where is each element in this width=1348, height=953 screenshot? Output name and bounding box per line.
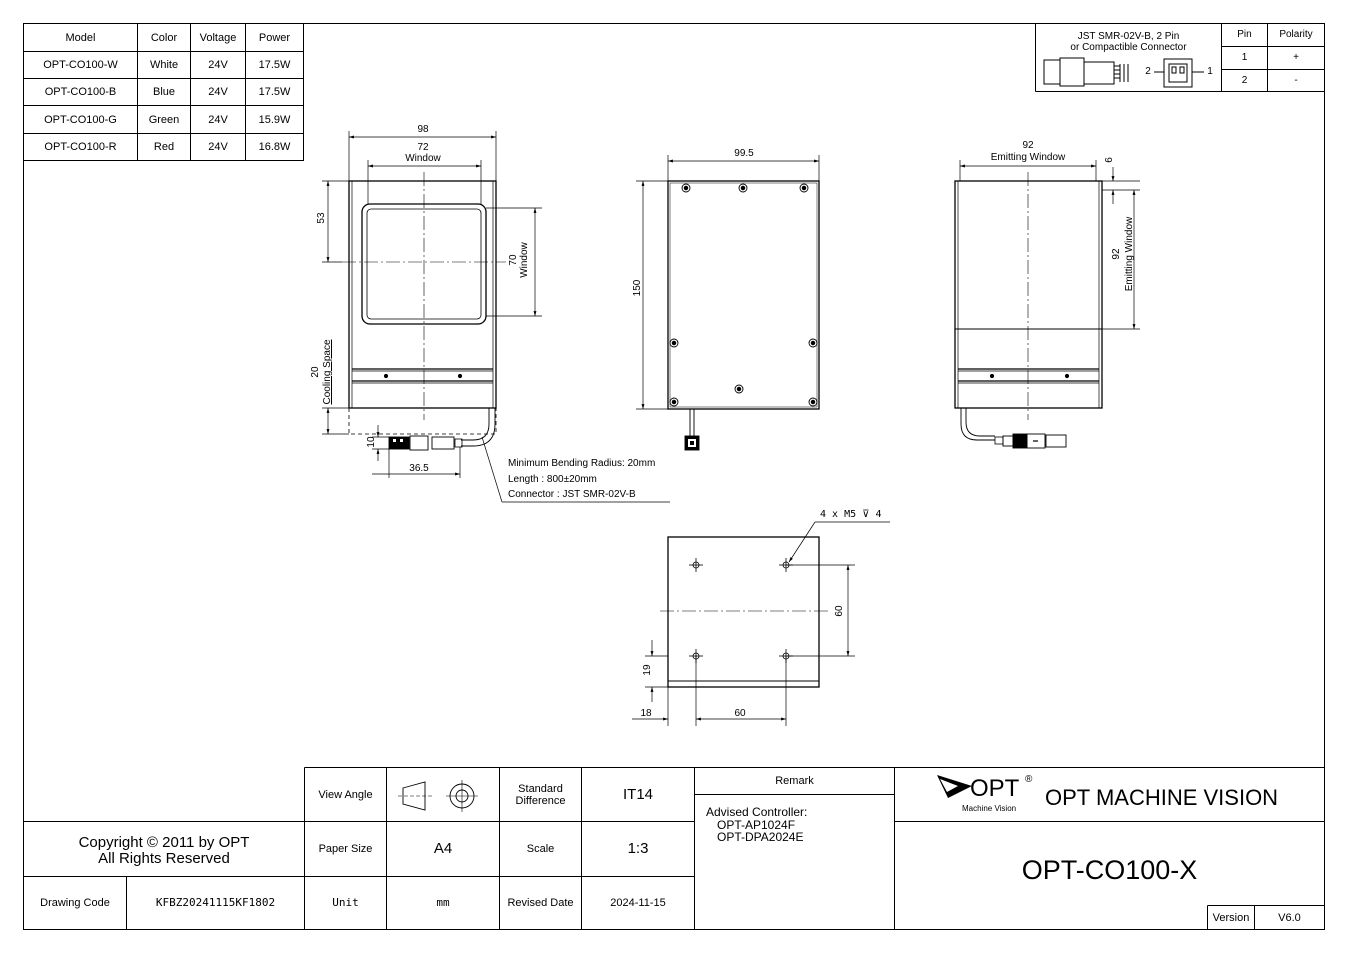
remark-advised-controller: Advised Controller: bbox=[706, 805, 808, 819]
revised-date-value: 2024-11-15 bbox=[610, 897, 666, 909]
side-view-dimensions bbox=[959, 160, 1140, 330]
window-label: Window bbox=[405, 153, 441, 164]
spec-header-color: Color bbox=[150, 31, 178, 44]
spec-cell: OPT-CO100-R bbox=[44, 141, 117, 153]
polarity-header: Polarity bbox=[1279, 29, 1313, 40]
connector-title-line2: or Compactible Connector bbox=[1070, 42, 1187, 53]
connector-table-grid bbox=[1035, 23, 1325, 92]
bottom-view-dimensions bbox=[632, 521, 890, 726]
spec-cell: 24V bbox=[208, 113, 228, 126]
spec-cell: 17.5W bbox=[258, 86, 291, 98]
front-view bbox=[342, 172, 506, 451]
spec-cell: Green bbox=[148, 113, 180, 126]
spec-cell: 24V bbox=[208, 59, 228, 71]
logo-registered: ® bbox=[1025, 774, 1033, 785]
dim-bottom-60-vertical: 60 bbox=[834, 605, 845, 617]
dim-side-width: 92 bbox=[1022, 140, 1034, 151]
revised-date-label: Revised Date bbox=[507, 897, 574, 909]
spec-header-voltage: Voltage bbox=[199, 31, 237, 44]
paper-size-label: Paper Size bbox=[318, 843, 373, 855]
connector-sketch bbox=[1043, 57, 1204, 88]
logo-text: OPT bbox=[970, 775, 1020, 802]
unit-value: mm bbox=[436, 896, 450, 909]
spec-cell: Blue bbox=[152, 86, 176, 98]
back-view bbox=[667, 180, 820, 451]
emitting-window-label-vertical: Emitting Window bbox=[1124, 216, 1135, 292]
window-label-vertical: Window bbox=[519, 242, 530, 278]
spec-header-model: Model bbox=[65, 31, 96, 44]
remark-controller-2: OPT-DPA2024E bbox=[717, 830, 804, 844]
front-view-dimensions bbox=[322, 131, 670, 503]
dim-back-height: 150 bbox=[632, 279, 643, 297]
scale-value: 1:3 bbox=[627, 840, 649, 857]
logo-subtitle: Machine Vision bbox=[962, 804, 1017, 813]
scale-label: Scale bbox=[526, 843, 555, 855]
view-angle-label: View Angle bbox=[318, 788, 373, 801]
connector-pin-label-1: 1 bbox=[1207, 66, 1213, 77]
remark-controller-1: OPT-AP1024F bbox=[717, 818, 796, 832]
spec-cell: 17.5W bbox=[258, 59, 291, 71]
connector-title-line1: JST SMR-02V-B, 2 Pin bbox=[1077, 31, 1180, 42]
dim-side-height: 92 bbox=[1111, 248, 1122, 260]
side-view bbox=[954, 172, 1103, 449]
bottom-view bbox=[660, 536, 828, 688]
spec-cell: Red bbox=[153, 141, 175, 153]
paper-size-value: A4 bbox=[433, 840, 453, 857]
hole-note: 4 x M5 ⊽ 4 bbox=[820, 509, 882, 520]
dim-bottom-60-horizontal: 60 bbox=[734, 708, 746, 719]
company-name: OPT MACHINE VISION bbox=[1045, 785, 1279, 810]
standard-difference-label: Standard Difference bbox=[515, 782, 566, 807]
remark-label: Remark bbox=[775, 775, 814, 787]
pin-cell: 2 bbox=[1241, 74, 1248, 86]
dim-cooling: 20 bbox=[310, 366, 321, 378]
spec-cell: 15.9W bbox=[258, 113, 291, 126]
spec-cell: White bbox=[149, 59, 179, 71]
back-view-dimensions bbox=[636, 155, 820, 410]
spec-cell: 24V bbox=[208, 86, 228, 98]
drawing-code-label: Drawing Code bbox=[40, 897, 110, 909]
pin-header: Pin bbox=[1237, 29, 1252, 40]
dim-bottom-19: 19 bbox=[642, 664, 653, 676]
drawing-code-value: KFBZ20241115KF1802 bbox=[155, 896, 276, 909]
dim-bottom-18: 18 bbox=[640, 708, 652, 719]
unit-label: Unit bbox=[332, 896, 359, 909]
projection-symbol-icon bbox=[398, 780, 478, 812]
opt-logo-icon bbox=[937, 775, 972, 798]
copyright-line2: All Rights Reserved bbox=[98, 850, 230, 867]
version-value: V6.0 bbox=[1278, 911, 1301, 924]
copyright-line1: Copyright © 2011 by OPT bbox=[78, 834, 250, 851]
polarity-cell: - bbox=[1294, 74, 1298, 86]
spec-cell: OPT-CO100-W bbox=[43, 59, 118, 71]
cable-note-length: Length : 800±20mm bbox=[508, 474, 597, 485]
spec-cell: 16.8W bbox=[258, 141, 291, 153]
polarity-cell: + bbox=[1293, 52, 1299, 63]
spec-cell: OPT-CO100-G bbox=[44, 113, 117, 126]
version-label: Version bbox=[1212, 911, 1250, 924]
part-number: OPT-CO100-X bbox=[1021, 855, 1198, 885]
dim-front-width: 98 bbox=[417, 124, 429, 135]
title-block-grid bbox=[23, 767, 1325, 930]
dim-back-width: 99.5 bbox=[734, 148, 754, 159]
dim-front-top: 53 bbox=[316, 212, 327, 224]
spec-header-power: Power bbox=[258, 31, 291, 44]
connector-pin-label-2: 2 bbox=[1145, 66, 1151, 77]
dim-cable-10: 10 bbox=[366, 436, 377, 448]
dim-side-6: 6 bbox=[1104, 157, 1115, 163]
cooling-space-label: Cooling Space bbox=[322, 339, 333, 405]
sheet-border bbox=[23, 23, 1325, 930]
dim-cable-36-5: 36.5 bbox=[409, 463, 429, 474]
cable-note-connector: Connector : JST SMR-02V-B bbox=[508, 489, 636, 500]
spec-table-grid bbox=[23, 23, 304, 161]
cable-note-bending-radius: Minimum Bending Radius: 20mm bbox=[508, 458, 656, 469]
emitting-window-label: Emitting Window bbox=[990, 152, 1066, 163]
dim-window-width: 72 bbox=[417, 142, 429, 153]
spec-cell: 24V bbox=[208, 141, 228, 153]
spec-cell: OPT-CO100-B bbox=[44, 86, 117, 98]
pin-cell: 1 bbox=[1241, 52, 1248, 63]
standard-difference-value: IT14 bbox=[622, 785, 653, 803]
